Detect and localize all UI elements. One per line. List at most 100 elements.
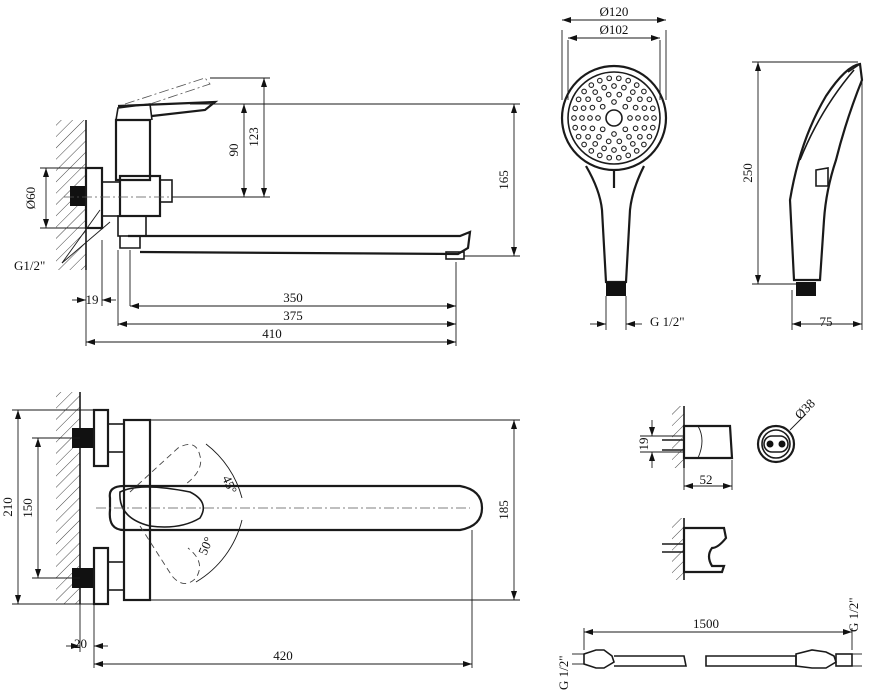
plan-body: [122, 418, 152, 602]
dim-19-side: 19: [86, 292, 99, 307]
spray-hole: [621, 84, 627, 91]
side-connector: [796, 282, 816, 296]
spray-hole: [579, 115, 585, 121]
spray-hole: [649, 124, 656, 131]
shower-head-side: 250 75: [740, 61, 864, 330]
spray-hole: [646, 96, 653, 103]
dim-185: 185: [496, 500, 511, 520]
dim-g12-hose-left: G 1/2": [556, 655, 571, 690]
dim-150: 150: [20, 498, 35, 518]
spray-hole: [587, 115, 593, 121]
spray-hole: [588, 82, 595, 88]
dim-d38: Ø38: [792, 396, 818, 422]
spray-hole: [637, 133, 643, 140]
spray-hole: [572, 124, 579, 131]
spray-hole: [589, 125, 596, 132]
spray-hole: [605, 91, 612, 98]
spray-hole: [581, 141, 587, 148]
side-view: Ø60 G1/2" 19 350 375 410 90 123 165: [14, 77, 520, 346]
dim-d102: Ø102: [600, 22, 629, 37]
spray-hole: [572, 105, 579, 112]
spray-hole: [601, 145, 607, 152]
spray-hole: [611, 83, 617, 89]
spray-hole: [641, 88, 647, 95]
dim-350: 350: [283, 290, 303, 305]
spray-hole: [596, 96, 602, 103]
spray-hole: [616, 138, 623, 145]
spray-hole: [606, 154, 613, 161]
hose-view: 1500 G 1/2" G 1/2": [556, 597, 862, 690]
spray-hole: [589, 104, 596, 111]
spray-hole: [596, 77, 603, 84]
plan-spout: [108, 484, 484, 532]
dim-165: 165: [496, 170, 511, 190]
spray-hole: [596, 152, 603, 159]
spout: [128, 230, 472, 256]
spray-hole: [622, 103, 629, 110]
spray-hole: [595, 115, 601, 121]
spray-hole: [605, 138, 612, 145]
spray-hole: [601, 84, 607, 91]
spray-hole: [592, 89, 599, 95]
spray-hole: [616, 91, 623, 98]
spray-hole: [626, 133, 632, 140]
head-connector: [606, 282, 626, 296]
spray-hole: [581, 88, 587, 95]
dim-75: 75: [820, 314, 833, 329]
spray-hole: [575, 133, 582, 140]
spray-hole: [651, 115, 657, 121]
holder-hook: [682, 526, 728, 574]
spray-hole: [611, 147, 617, 153]
spray-hole: [635, 115, 641, 121]
spray-hole: [621, 145, 627, 152]
head-outer: [560, 64, 668, 172]
dim-g12-hose-right: G 1/2": [846, 597, 861, 632]
dim-d120: Ø120: [600, 4, 629, 19]
spray-hole: [571, 115, 577, 121]
dim-410: 410: [262, 326, 282, 341]
dim-19-holder: 19: [636, 438, 651, 451]
dim-250: 250: [740, 163, 755, 183]
spray-hole: [606, 75, 613, 82]
spray-hole: [632, 104, 639, 111]
spray-hole: [599, 103, 606, 110]
spray-hole: [641, 125, 648, 131]
spray-hole: [633, 82, 640, 88]
spray-hole: [626, 96, 632, 103]
spray-hole: [622, 126, 629, 133]
spray-hole: [633, 148, 640, 154]
dim-angle-50: 50°: [195, 534, 216, 557]
dim-1500: 1500: [693, 616, 719, 631]
dim-123: 123: [246, 127, 261, 147]
dim-20: 20: [74, 636, 87, 651]
spray-hole: [629, 89, 636, 95]
spray-hole: [611, 99, 617, 105]
mixer-body: [114, 118, 152, 182]
dim-210: 210: [0, 497, 15, 517]
spray-hole: [615, 154, 622, 161]
spray-hole: [641, 105, 648, 111]
dim-90: 90: [226, 144, 241, 157]
spray-hole: [615, 75, 622, 82]
spray-hole: [646, 133, 653, 140]
spray-hole: [625, 152, 632, 159]
spray-hole: [637, 96, 643, 103]
spray-hole: [611, 131, 617, 137]
spray-hole: [625, 77, 632, 84]
spray-holes: [571, 75, 657, 161]
dim-g12-head: G 1/2": [650, 314, 685, 329]
spray-hole: [599, 126, 606, 133]
spray-hole: [643, 115, 649, 121]
spray-hole: [649, 105, 656, 112]
dim-375: 375: [283, 308, 303, 323]
spray-hole: [580, 105, 587, 111]
spray-hole: [585, 96, 591, 103]
spray-hole: [585, 133, 591, 140]
holder-side: [682, 424, 734, 460]
dim-52: 52: [700, 472, 713, 487]
spray-hole: [596, 133, 602, 140]
holder-front: [756, 424, 796, 464]
dim-d60: Ø60: [23, 187, 38, 209]
